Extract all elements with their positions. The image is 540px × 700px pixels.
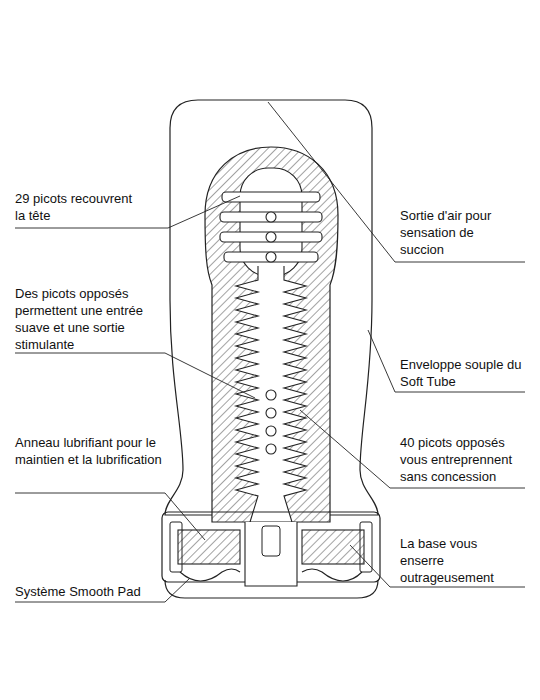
inner-sleeve (205, 147, 338, 522)
leader-lines (15, 102, 525, 602)
callout-label: Enveloppe souple du Soft Tube (400, 356, 522, 390)
smooth-pad (180, 569, 362, 581)
callout-label: 29 picots recouvrent la tête (15, 190, 140, 224)
callout-label: Des picots opposés permettent une entrée… (15, 285, 163, 353)
lubricant-ring (302, 530, 364, 564)
shaft-holes (266, 390, 276, 454)
callout-label: Système Smooth Pad (15, 583, 185, 600)
lubricant-ring (178, 530, 240, 564)
callout-label: La base vous enserre outrageusement (400, 535, 508, 586)
center-plug (245, 522, 297, 586)
head-nubs (220, 192, 322, 262)
callout-label: Anneau lubrifiant pour le maintien et la… (15, 434, 167, 468)
callout-label: Sortie d'air pour sensation de succion (400, 207, 518, 258)
callout-label: 40 picots opposés vous entreprennent san… (400, 434, 530, 485)
air-holes (266, 212, 276, 262)
